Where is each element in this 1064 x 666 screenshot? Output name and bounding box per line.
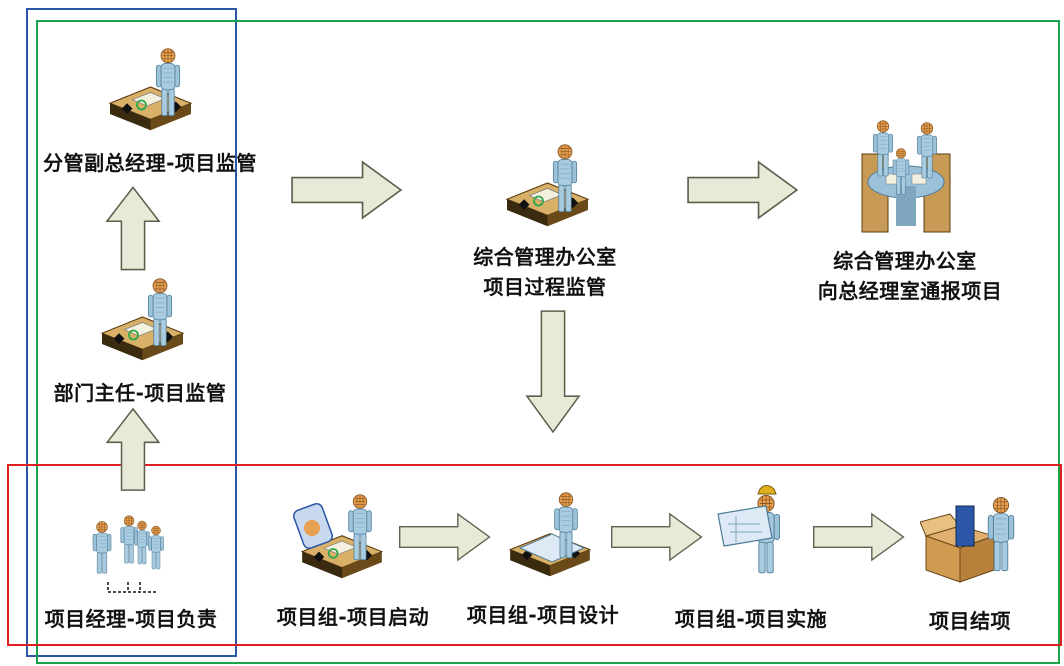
manager-at-desk-icon [109,48,192,132]
team-hierarchy-icon [92,515,164,593]
vp-label: 分管副总经理-项目监管 [43,151,257,175]
arrow-down-admin-to-design [526,310,580,433]
arrow-right-implement-to-close [812,513,905,561]
clerk-at-desk-icon [506,144,589,228]
admin-office-line1: 综合管理办公室 [473,245,617,269]
packing-box-icon [920,497,1015,583]
arrow-right-vp-to-admin [291,161,402,219]
red-frame [7,464,1062,646]
designer-at-desk-icon [509,492,591,578]
admin-office-line2: 项目过程监管 [483,275,607,299]
design-label: 项目组-项目设计 [466,603,620,627]
dept-head-label: 部门主任-项目监管 [53,381,227,405]
implement-label: 项目组-项目实施 [674,607,828,631]
close-label: 项目结项 [929,609,1011,633]
engineer-with-blueprint-icon [717,485,781,574]
start-label: 项目组-项目启动 [276,605,430,629]
arrow-up-dept-to-vp [106,186,160,271]
green-frame [36,20,1060,664]
arrow-right-design-to-implement [610,513,703,561]
computer-workstation-icon [293,494,383,580]
arrow-up-pm-to-dept [106,408,160,491]
meeting-table-icon [861,120,951,233]
pm-label: 项目经理-项目负责 [44,607,218,631]
admin-report-line2: 向总经理室通报项目 [817,279,1003,303]
blue-frame [26,8,237,657]
manager-at-desk-icon [101,278,184,362]
arrow-right-start-to-design [398,513,491,561]
arrow-right-admin-to-report [687,161,798,219]
admin-report-line1: 综合管理办公室 [833,249,977,273]
